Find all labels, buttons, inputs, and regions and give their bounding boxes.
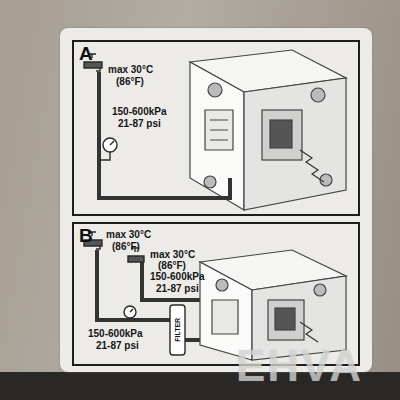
- spec-label: (86°F): [112, 241, 140, 252]
- spec-label: (86°F): [158, 260, 186, 271]
- spec-label: max 30°C: [106, 229, 151, 240]
- spec-label: 21-87 psi: [96, 340, 139, 351]
- spec-label: 150-600kPa: [112, 106, 167, 117]
- spec-label: max 30°C: [108, 64, 153, 75]
- spec-label: max 30°C: [150, 249, 195, 260]
- spec-label: 150-600kPa: [88, 328, 143, 339]
- panel-letter: B: [79, 226, 93, 245]
- filter-label: FILTER: [174, 318, 182, 342]
- panel-letter: A: [79, 44, 93, 63]
- watermark: EHVA: [236, 342, 363, 390]
- spec-label: (86°F): [116, 76, 144, 87]
- spec-label: 150-600kPa: [150, 271, 205, 282]
- spec-label: 21-87 psi: [156, 283, 199, 294]
- spec-label: 21-87 psi: [118, 118, 161, 129]
